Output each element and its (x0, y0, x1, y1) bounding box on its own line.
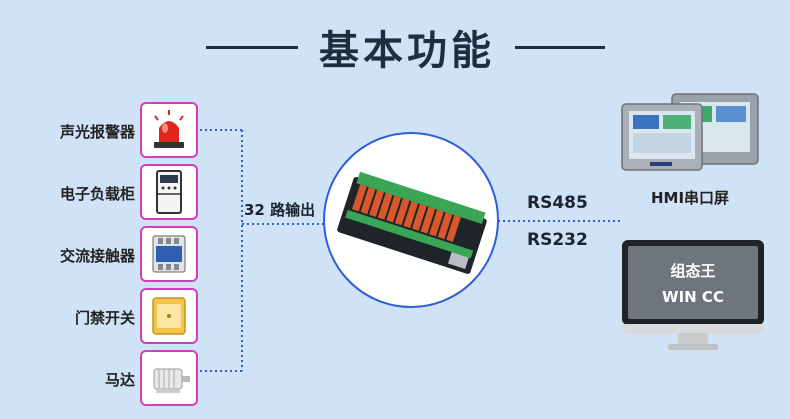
hmi-screen-icon (621, 93, 759, 171)
title-area: 基本功能 (0, 18, 790, 78)
ac-contactor-icon (152, 235, 186, 273)
device-label-alarm: 声光报警器 (59, 123, 135, 141)
relay-board-circle (323, 132, 499, 308)
device-box-access-switch (140, 288, 198, 344)
alarm-light-icon (154, 110, 184, 148)
device-label-access-switch: 门禁开关 (74, 309, 135, 327)
pc-monitor: 组态王 WIN CC (622, 240, 764, 354)
device-label-motor: 马达 (104, 371, 135, 389)
protocol-rs485: RS485 (527, 193, 588, 213)
scada-software-name: 组态王 (670, 262, 716, 280)
device-box-alarm (140, 102, 198, 158)
electronic-load-cabinet-icon (156, 170, 182, 214)
device-box-contactor (140, 226, 198, 282)
device-box-load-cabinet (140, 164, 198, 220)
monitor-chin (622, 324, 764, 334)
motor-icon (153, 368, 190, 393)
hmi-screen (620, 92, 760, 178)
relay-board-icon (337, 171, 487, 274)
monitor-base (668, 344, 718, 350)
page-title: 基本功能 (319, 28, 495, 74)
device-label-load-cabinet: 电子负载柜 (59, 185, 135, 203)
protocol-rs232: RS232 (527, 230, 588, 250)
monitor-icon: 组态王 WIN CC (622, 240, 764, 325)
monitor-stand (678, 333, 708, 345)
device-box-motor (140, 350, 198, 406)
scada-software-name-2: WIN CC (662, 288, 724, 306)
monitor-display: 组态王 WIN CC (628, 246, 758, 319)
title-decor-line-left (206, 46, 298, 49)
access-switch-icon (152, 297, 186, 335)
title-decor-line-right (515, 46, 605, 49)
hmi-label: HMI串口屏 (650, 189, 730, 207)
device-label-contactor: 交流接触器 (59, 247, 135, 265)
output-channel-label: 32 路输出 (244, 201, 316, 219)
